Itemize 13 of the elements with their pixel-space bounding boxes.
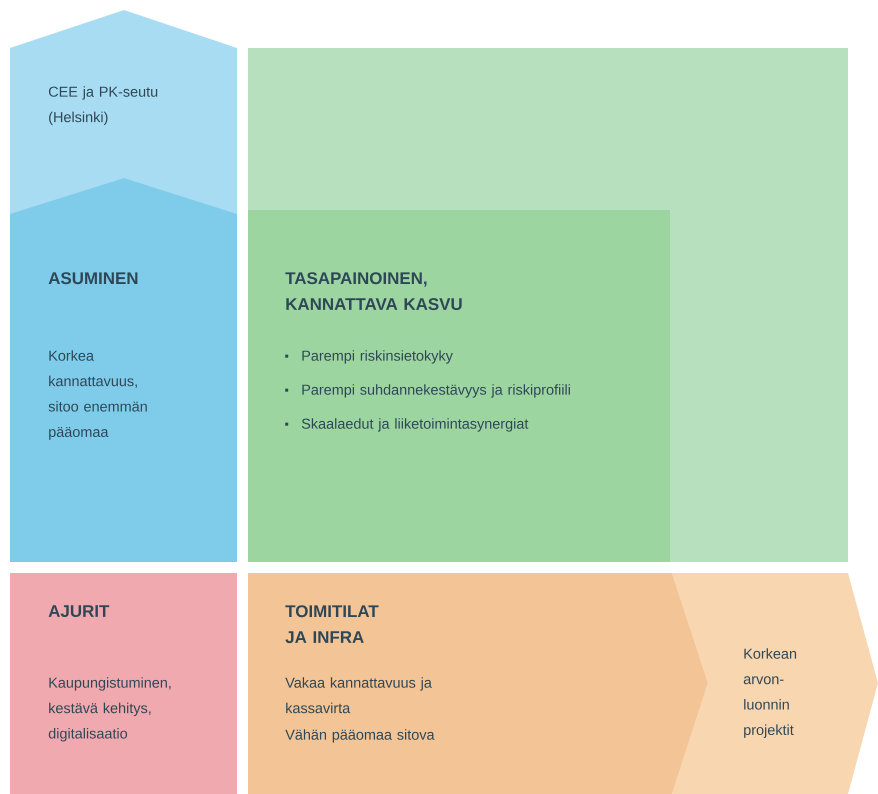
heading: TOIMITILAT JA INFRA <box>285 605 378 644</box>
body-text: Korkean arvon-luonnin projektit <box>744 648 796 738</box>
bullet-item: Parempi suhdannekestävyys ja riskiprofiili <box>285 384 570 398</box>
heading: ASUMINEN <box>48 272 138 284</box>
body-text: CEE ja PK-seutu (Helsinki) <box>48 86 158 126</box>
heading: TASAPAINOINEN, KANNATTAVA KASVU <box>285 272 462 310</box>
body-text: Vakaa kannattavuus ja kassavirta <box>285 677 432 714</box>
heading: AJURIT <box>48 605 110 618</box>
body-text: Korkea kannattavuus, sitoo enemmän pääomaa <box>48 350 147 440</box>
body-text: Kaupungistuminen, kestävä kehitys, digitalisaatio <box>48 677 171 742</box>
bullet-item: Skaalaedut ja liiketoimintasynergiat <box>285 418 528 432</box>
body-text: Vähän pääomaa sitova <box>285 729 435 743</box>
bullet-item: Parempi riskinsietokyky <box>285 350 453 364</box>
